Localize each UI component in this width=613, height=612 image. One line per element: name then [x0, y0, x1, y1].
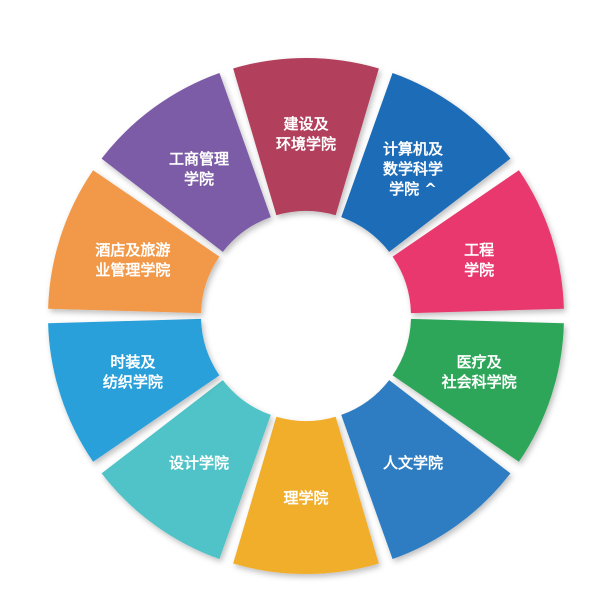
segment-label-3: 医疗及社会科学院: [441, 353, 517, 391]
segment-label-line: 医疗及: [457, 353, 503, 371]
segment-label-line: 设计学院: [169, 454, 229, 472]
segment-label-0: 建设及环境学院: [276, 115, 336, 153]
segment-label-line: 酒店及旅游: [95, 240, 170, 258]
segment-label-1: 计算机及数学科学学院 ^: [383, 139, 444, 197]
segment-label-line: 环境学院: [276, 135, 336, 153]
segments-layer: [48, 57, 564, 574]
segment-1: [341, 72, 511, 252]
segment-label-4: 人文学院: [383, 454, 443, 472]
segment-7: [48, 318, 220, 462]
segment-3: [392, 318, 564, 462]
segment-label-line: 时装及: [110, 353, 156, 371]
segment-label-5: 理学院: [283, 489, 328, 507]
segment-label-line: 学院: [184, 169, 214, 187]
segment-label-8: 酒店及旅游业管理学院: [95, 240, 170, 278]
segment-2: [392, 170, 564, 314]
segment-8: [48, 170, 220, 314]
segment-label-line: 理学院: [283, 489, 328, 507]
segment-label-9: 工商管理学院: [169, 149, 229, 187]
segment-9: [101, 72, 271, 252]
segment-5: [233, 416, 379, 574]
segment-label-6: 设计学院: [169, 454, 229, 472]
segment-label-2: 工程学院: [464, 240, 494, 278]
segment-label-line: 工程: [464, 240, 494, 258]
segment-label-line: 社会科学院: [441, 373, 517, 391]
segment-label-line: 纺织学院: [103, 373, 163, 391]
segment-label-7: 时装及纺织学院: [103, 353, 163, 391]
labels-layer: 建设及环境学院计算机及数学科学学院 ^工程学院医疗及社会科学院人文学院理学院设计…: [95, 115, 516, 507]
segment-label-line: 人文学院: [383, 454, 443, 472]
segment-4: [341, 380, 511, 560]
segment-label-line: 业管理学院: [95, 260, 170, 278]
segment-label-line: 学院 ^: [389, 179, 437, 197]
segment-label-line: 计算机及: [383, 139, 444, 157]
segment-label-line: 学院: [464, 260, 494, 278]
segment-6: [101, 380, 271, 560]
segment-label-line: 数学科学: [383, 159, 443, 177]
segment-label-line: 工商管理: [169, 149, 229, 167]
segment-0: [233, 57, 379, 216]
segment-label-line: 建设及: [283, 115, 329, 133]
